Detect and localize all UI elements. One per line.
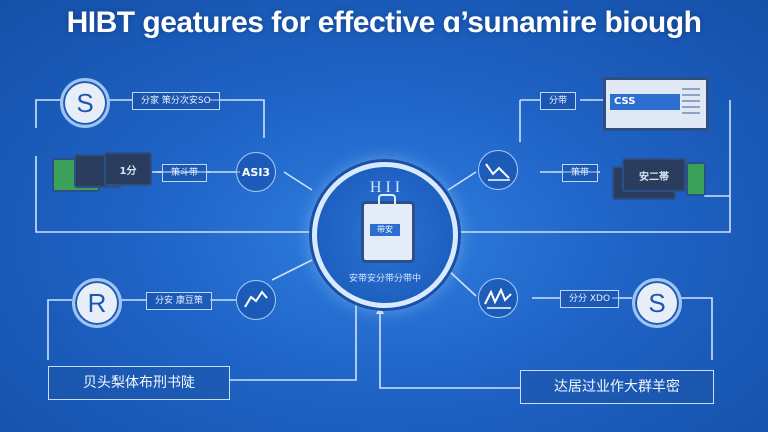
hub-top-text: H I I [369, 179, 401, 196]
card-icon: 1分 [104, 152, 152, 186]
browser-panel-icon: CSS [603, 77, 709, 131]
hub-bottom-text: 安带安分带分带中 [348, 273, 421, 283]
s-coin-icon: S [60, 78, 110, 128]
wallet-card-icon: 带安 [361, 194, 415, 263]
card-icon-right: 安二帯 [622, 158, 686, 192]
right-cards-label: 策带 [562, 164, 599, 182]
page-title: HIBT ɡeatures for effective ɑ’sunamire b… [66, 6, 702, 39]
green-card-icon-right [686, 162, 706, 196]
chart-analysis-icon: ASI3 [236, 152, 276, 192]
top-right-label: 分带 [540, 92, 577, 110]
left-cards-label: 策斗带 [162, 164, 208, 182]
top-left-label: 分家 策分次安SO [132, 92, 220, 110]
growth-chart-icon [236, 280, 276, 320]
bottom-left-box: 贝头梨体布刑书陡 [48, 366, 230, 400]
lower-right-label: 分分 XDO [560, 290, 620, 308]
r-coin-icon: R [72, 278, 122, 328]
central-hub: H I I 带安 安带安分带分带中 [312, 162, 458, 308]
lower-left-label: 分安 康豆策 [146, 292, 212, 310]
bottom-right-box: 达居过业作大群羊密 [520, 370, 714, 404]
wave-chart-icon [478, 278, 518, 318]
trend-icon [478, 150, 518, 190]
s-coin-icon-right: S [632, 278, 682, 328]
